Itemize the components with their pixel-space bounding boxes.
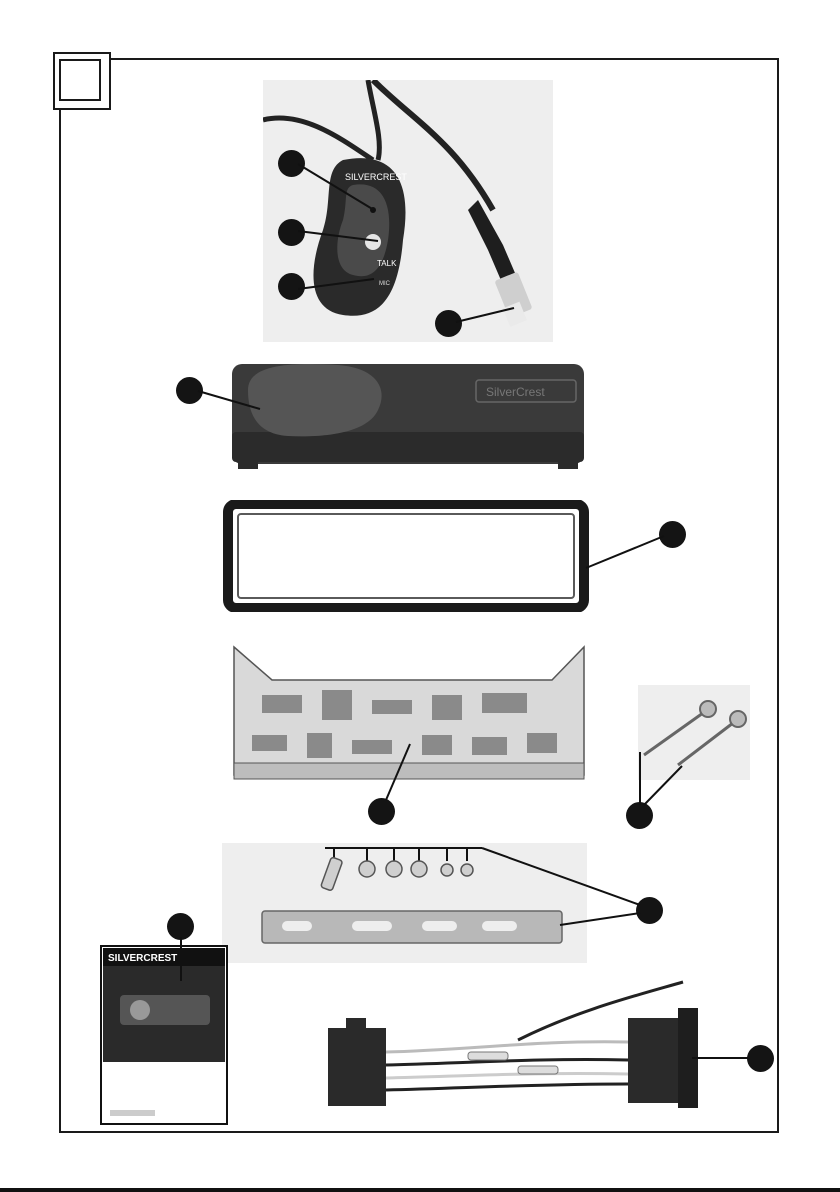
trim-frame-photo — [222, 500, 592, 612]
iso-adapter-photo — [318, 980, 743, 1110]
mic-label: MIC — [379, 281, 391, 287]
figure-tab-inner — [59, 59, 101, 101]
leader-plug — [450, 300, 520, 330]
leader-cage — [378, 740, 418, 805]
leader-keys — [630, 750, 690, 810]
front-panel-case-photo: SilverCrest — [228, 360, 588, 472]
case-brand-label: SilverCrest — [486, 385, 545, 399]
leader-trim-frame — [580, 530, 670, 575]
leader-mic-led — [290, 150, 380, 220]
leader-fixing-kit — [480, 845, 645, 930]
manual-brand-label: SILVERCREST — [108, 953, 177, 964]
leader-iso-adapter — [690, 1050, 752, 1064]
leader-mic — [290, 275, 380, 295]
leader-case — [190, 385, 265, 415]
leader-talk-button — [290, 225, 385, 250]
manual-photo: SILVERCREST — [100, 945, 228, 1125]
leader-manual — [176, 935, 186, 983]
talk-label: TALK — [377, 259, 397, 268]
page-bottom-rule — [0, 1188, 840, 1192]
